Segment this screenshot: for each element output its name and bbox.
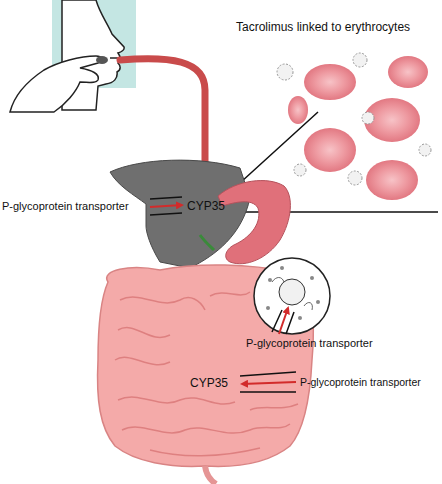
transporter-label: P-glycoprotein transporter [246, 337, 373, 350]
erythrocyte [288, 96, 308, 124]
cell [254, 258, 330, 334]
enzyme-label: CYP35 [187, 199, 225, 213]
transporter-label: P-glycoprotein transporter [300, 376, 421, 389]
pill [96, 56, 108, 64]
intestine-transporter-arrows [240, 372, 296, 392]
stomach [218, 181, 290, 264]
rectum [205, 466, 216, 484]
erythrocyte [304, 64, 356, 100]
enzyme-label: CYP35 [190, 376, 228, 390]
erythrocyte [366, 160, 418, 200]
intestines [98, 265, 314, 466]
transporter-label: P-glycoprotein transporter [2, 200, 129, 213]
organelles [266, 266, 320, 320]
tacrolimus-particles [277, 53, 431, 185]
bile-duct [200, 235, 214, 250]
caption-label: Tacrolimus linked to erythrocytes [236, 20, 410, 34]
nucleus [279, 279, 305, 305]
erythrocyte [388, 56, 428, 88]
liver-transporter-arrows [150, 197, 182, 215]
erythrocyte [304, 128, 356, 172]
cell-transporter-arrows [272, 308, 294, 334]
hand [10, 56, 102, 112]
organelles [272, 278, 312, 311]
